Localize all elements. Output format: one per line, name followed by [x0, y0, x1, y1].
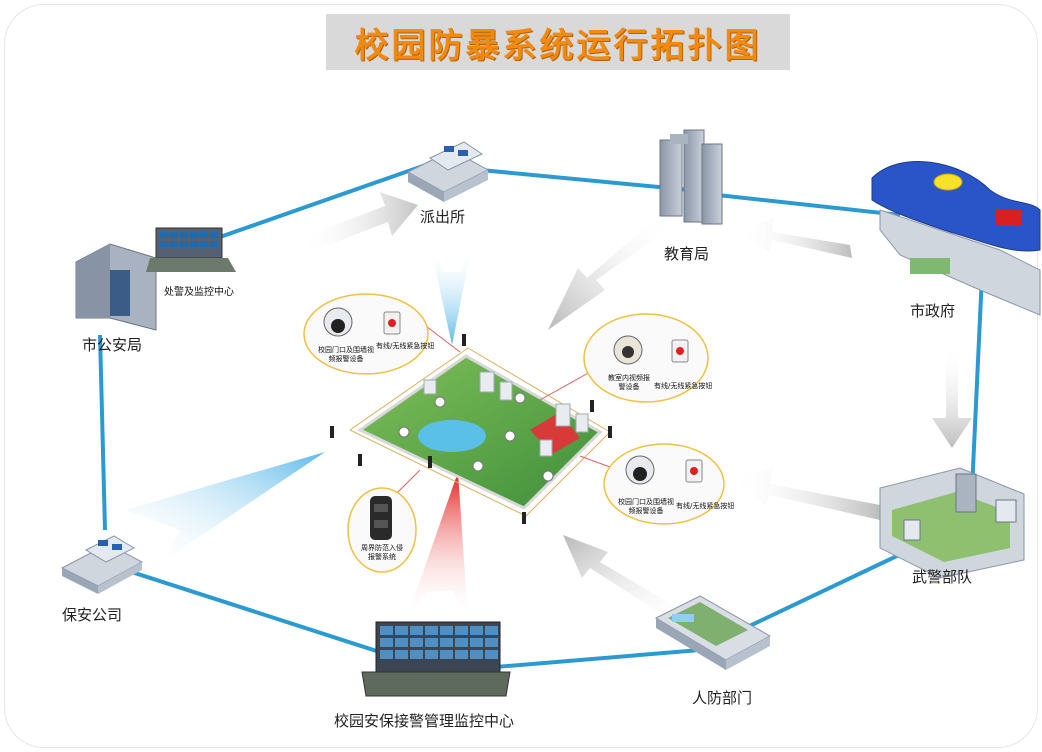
arrow-armed-to-campus — [730, 468, 880, 520]
label-classroom-video-alarm: 教室内视频报警设备 — [608, 374, 650, 391]
label-perimeter-alarm: 周界防范入侵报警系统 — [361, 544, 403, 561]
label-emergency-button-3: 有线/无线紧急按钮 — [676, 502, 735, 510]
label-gate-video-alarm: 校园门口及围墙视频报警设备 — [318, 346, 374, 363]
security-company-icon — [60, 535, 144, 594]
city-government-icon — [871, 160, 1041, 316]
label-security-company: 保安公司 — [62, 606, 123, 624]
link-monitoring-security — [109, 563, 421, 667]
city-public-security-icon — [75, 227, 236, 331]
link-education-government — [689, 190, 901, 217]
flow-arrows — [125, 192, 972, 626]
link-armed-police-civil — [719, 543, 921, 642]
title-banner: 校园防暴系统运行拓扑图 — [326, 14, 790, 70]
device-callout-gate — [303, 293, 429, 375]
diagram-frame — [4, 4, 1038, 748]
arrow-to-police — [300, 192, 418, 252]
education-bureau-icon — [659, 129, 723, 225]
arrow-civil-to-campus — [563, 535, 690, 626]
monitoring-center-icon — [361, 621, 511, 697]
label-armed-police: 武警部队 — [912, 568, 973, 586]
label-civil-defense: 人防部门 — [692, 689, 753, 707]
link-security-public — [98, 334, 107, 531]
arrow-monitoring-to-campus — [408, 472, 468, 620]
police-station-icon — [406, 141, 490, 202]
label-emergency-button-2: 有线/无线紧急按钮 — [654, 382, 713, 390]
arrow-from-government — [738, 218, 852, 258]
arrow-government-to-armed — [932, 345, 972, 448]
campus-map — [330, 319, 619, 524]
label-campus-monitoring-center: 校园安保接警管理监控中心 — [334, 712, 515, 730]
arrow-security-to-campus — [125, 452, 325, 560]
label-city-public-security: 市公安局 — [82, 336, 143, 354]
label-dispatch-center: 处警及监控中心 — [164, 287, 234, 298]
diagram-title: 校园防暴系统运行拓扑图 — [354, 25, 762, 66]
label-gate-video-alarm-2: 校园门口及围墙视频报警设备 — [618, 498, 674, 515]
link-police-education — [459, 166, 691, 192]
civil-defense-icon — [654, 595, 772, 670]
link-government-armed-police — [970, 274, 984, 491]
armed-police-icon — [879, 467, 1025, 579]
device-callout-classroom — [583, 313, 709, 403]
device-callout-gate-2 — [603, 443, 725, 525]
label-education-bureau: 教育局 — [664, 245, 710, 263]
label-emergency-button-1: 有线/无线紧急按钮 — [376, 342, 435, 350]
arrow-education-to-campus — [548, 218, 668, 330]
label-city-government: 市政府 — [910, 302, 956, 320]
label-police-station: 派出所 — [420, 208, 466, 226]
arrow-police-to-campus — [430, 245, 472, 345]
device-callout-perimeter — [347, 487, 417, 573]
